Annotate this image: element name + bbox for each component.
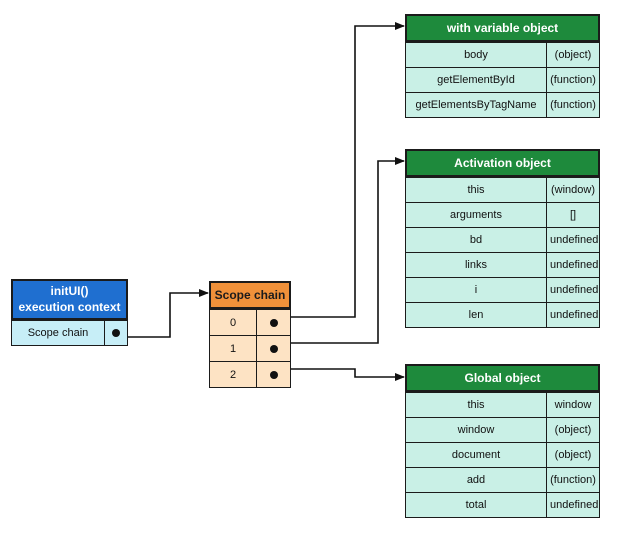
pointer-dot (269, 318, 278, 327)
object-row: getElementById (function) (405, 67, 600, 93)
execution-context-title: initUI() (50, 284, 89, 298)
scope-chain-row: 1 (209, 335, 291, 362)
property-value: (object) (546, 442, 600, 468)
object-row: links undefined (405, 252, 600, 278)
scope-chain-header: Scope chain (209, 281, 291, 309)
scope-chain-table: 0 1 2 (209, 309, 291, 388)
scope-chain-index: 0 (209, 309, 257, 336)
with-variable-object-box: with variable object body (object) getEl… (405, 14, 600, 118)
execution-context-subtitle: execution context (18, 300, 121, 314)
scope-chain-row: 2 (209, 361, 291, 388)
activation-object-table: this (window) arguments [] bd undefined … (405, 177, 600, 328)
scope-chain-box: Scope chain 0 1 2 (209, 281, 291, 388)
arrow-scope-2-to-global-object (272, 368, 405, 381)
scope-chain-pointer-cell (256, 309, 291, 336)
object-row: i undefined (405, 277, 600, 303)
global-object-table: this window window (object) document (ob… (405, 392, 600, 518)
property-name: getElementById (405, 67, 547, 93)
object-row: this window (405, 392, 600, 418)
object-row: document (object) (405, 442, 600, 468)
property-name: i (405, 277, 547, 303)
execution-context-header: initUI() execution context (11, 279, 128, 320)
pointer-dot (269, 370, 278, 379)
scope-chain-pointer-cell (256, 361, 291, 388)
object-row: add (function) (405, 467, 600, 493)
property-value: (function) (546, 92, 600, 118)
object-row: len undefined (405, 302, 600, 328)
property-name: document (405, 442, 547, 468)
object-row: body (object) (405, 42, 600, 68)
with-variable-object-table: body (object) getElementById (function) … (405, 42, 600, 118)
scope-chain-pointer-cell (256, 335, 291, 362)
property-name: len (405, 302, 547, 328)
execution-context-box: initUI() execution context Scope chain (11, 279, 128, 346)
pointer-dot (269, 344, 278, 353)
property-name: window (405, 417, 547, 443)
property-name: bd (405, 227, 547, 253)
property-value: window (546, 392, 600, 418)
global-object-header: Global object (405, 364, 600, 392)
object-row: this (window) (405, 177, 600, 203)
property-name: getElementsByTagName (405, 92, 547, 118)
scope-chain-index: 2 (209, 361, 257, 388)
property-name: arguments (405, 202, 547, 228)
scope-chain-index: 1 (209, 335, 257, 362)
property-value: (object) (546, 42, 600, 68)
property-name: add (405, 467, 547, 493)
property-value: undefined (546, 492, 600, 518)
property-name: body (405, 42, 547, 68)
execution-context-row: Scope chain (11, 320, 128, 346)
object-row: getElementsByTagName (function) (405, 92, 600, 118)
activation-object-header: Activation object (405, 149, 600, 177)
property-name: this (405, 392, 547, 418)
property-value: undefined (546, 227, 600, 253)
property-value: undefined (546, 277, 600, 303)
object-row: total undefined (405, 492, 600, 518)
pointer-dot (112, 329, 120, 338)
execution-context-row-label: Scope chain (11, 320, 105, 346)
property-name: links (405, 252, 547, 278)
scope-chain-row: 0 (209, 309, 291, 336)
object-row: bd undefined (405, 227, 600, 253)
activation-object-box: Activation object this (window) argument… (405, 149, 600, 328)
property-name: this (405, 177, 547, 203)
property-value: (window) (546, 177, 600, 203)
arrow-scope-0-to-with-object (272, 22, 405, 318)
property-value: (function) (546, 67, 600, 93)
property-name: total (405, 492, 547, 518)
with-variable-object-header: with variable object (405, 14, 600, 42)
property-value: (object) (546, 417, 600, 443)
global-object-box: Global object this window window (object… (405, 364, 600, 518)
arrow-scope-1-to-activation-object (272, 157, 405, 344)
property-value: (function) (546, 467, 600, 493)
property-value: undefined (546, 302, 600, 328)
object-row: window (object) (405, 417, 600, 443)
execution-context-table: Scope chain (11, 320, 128, 346)
property-value: undefined (546, 252, 600, 278)
object-row: arguments [] (405, 202, 600, 228)
property-value: [] (546, 202, 600, 228)
execution-context-pointer-cell (104, 320, 128, 346)
